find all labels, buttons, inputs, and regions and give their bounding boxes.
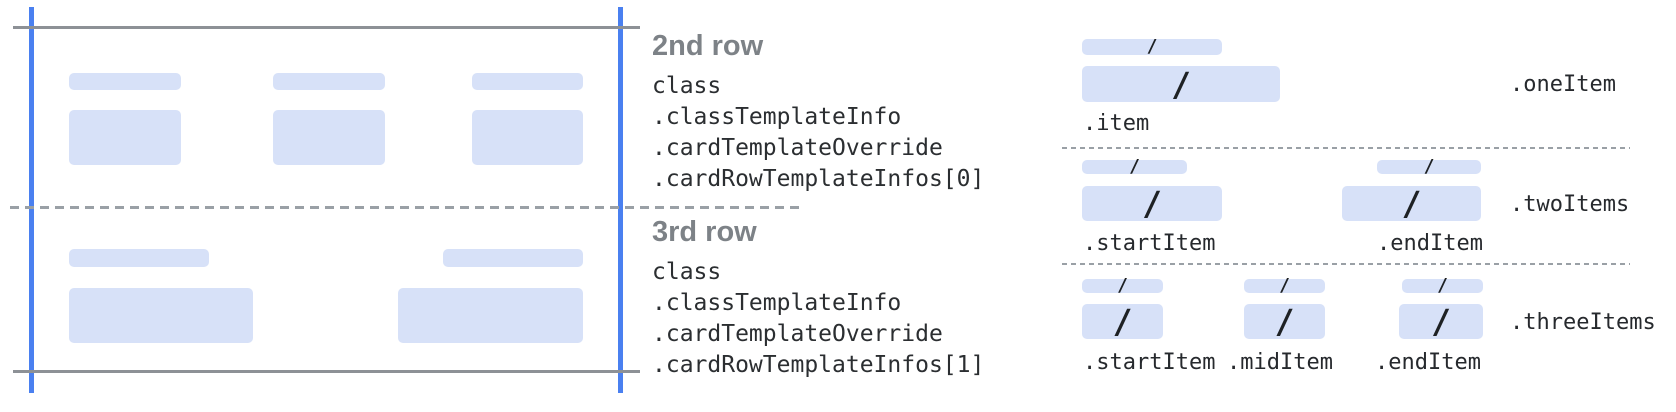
- slash-glyph: /: [1112, 302, 1133, 341]
- item-path-label: .item: [1083, 111, 1150, 136]
- slash-glyph: /: [1171, 64, 1191, 104]
- card-right-guide-line: [618, 7, 623, 393]
- class-path-line: class: [652, 259, 722, 285]
- slash-glyph: /: [1146, 36, 1158, 57]
- third-row-info: 3rd row class .classTemplateInfo .cardTe…: [652, 216, 1082, 381]
- card-bottom-boundary-line: [13, 370, 640, 373]
- field-value-block: [398, 288, 583, 343]
- row-heading: 3rd row: [652, 216, 757, 248]
- item-label-bar: /: [1244, 275, 1325, 296]
- second-row-info: 2nd row class .classTemplateInfo .cardTe…: [652, 30, 1082, 195]
- item-label-bar: /: [1082, 156, 1187, 177]
- item-value-bar: /: [1399, 304, 1483, 339]
- field-label-bar: [69, 73, 181, 90]
- section-divider-dashed-line: [1062, 147, 1630, 149]
- slash-glyph: /: [1431, 302, 1451, 341]
- item-path-label: .startItem: [1083, 231, 1216, 256]
- item-path-label: .endItem: [1377, 231, 1483, 256]
- slash-glyph: /: [1129, 156, 1140, 177]
- class-path-line: .cardRowTemplateInfos[0]: [652, 166, 985, 192]
- layout-name-label: .threeItems: [1510, 310, 1656, 335]
- layout-name-label: .twoItems: [1510, 192, 1630, 217]
- slash-glyph: /: [1437, 275, 1448, 296]
- slash-glyph: /: [1274, 302, 1295, 341]
- item-label-bar: /: [1082, 36, 1222, 57]
- item-label-bar: /: [1402, 275, 1483, 296]
- card-left-guide-line: [29, 7, 34, 393]
- class-path-line: .classTemplateInfo: [652, 290, 902, 316]
- item-label-bar: /: [1082, 275, 1163, 296]
- field-value-block: [273, 110, 385, 165]
- class-path-line: .classTemplateInfo: [652, 104, 902, 130]
- row-heading: 2nd row: [652, 30, 764, 62]
- item-value-bar: /: [1082, 66, 1280, 102]
- class-path-line: .cardTemplateOverride: [652, 321, 943, 347]
- field-value-block: [69, 288, 253, 343]
- field-label-bar: [69, 249, 209, 267]
- slash-glyph: /: [1117, 275, 1128, 296]
- class-path-line: .cardTemplateOverride: [652, 135, 943, 161]
- field-value-block: [472, 110, 583, 165]
- slash-glyph: /: [1423, 156, 1435, 177]
- item-path-label: .endItem: [1375, 350, 1481, 375]
- section-divider-dashed-line: [1062, 263, 1630, 265]
- slash-glyph: /: [1401, 184, 1422, 223]
- item-value-bar: /: [1082, 304, 1163, 339]
- class-path-line: .cardRowTemplateInfos[1]: [652, 352, 985, 378]
- class-path-line: class: [652, 73, 722, 99]
- layout-name-label: .oneItem: [1510, 72, 1616, 97]
- card-top-boundary-line: [13, 26, 640, 29]
- slash-glyph: /: [1279, 275, 1290, 296]
- item-path-label: .startItem: [1083, 350, 1216, 375]
- item-value-bar: /: [1244, 304, 1325, 339]
- field-value-block: [69, 110, 181, 165]
- item-value-bar: /: [1082, 186, 1222, 221]
- field-label-bar: [273, 73, 385, 90]
- field-label-bar: [472, 73, 583, 90]
- slash-glyph: /: [1142, 184, 1162, 223]
- row-divider-dashed-line: [10, 206, 802, 209]
- item-label-bar: /: [1377, 156, 1481, 177]
- item-path-label: .midItem: [1227, 350, 1333, 375]
- item-value-bar: /: [1342, 186, 1481, 221]
- field-label-bar: [443, 249, 583, 267]
